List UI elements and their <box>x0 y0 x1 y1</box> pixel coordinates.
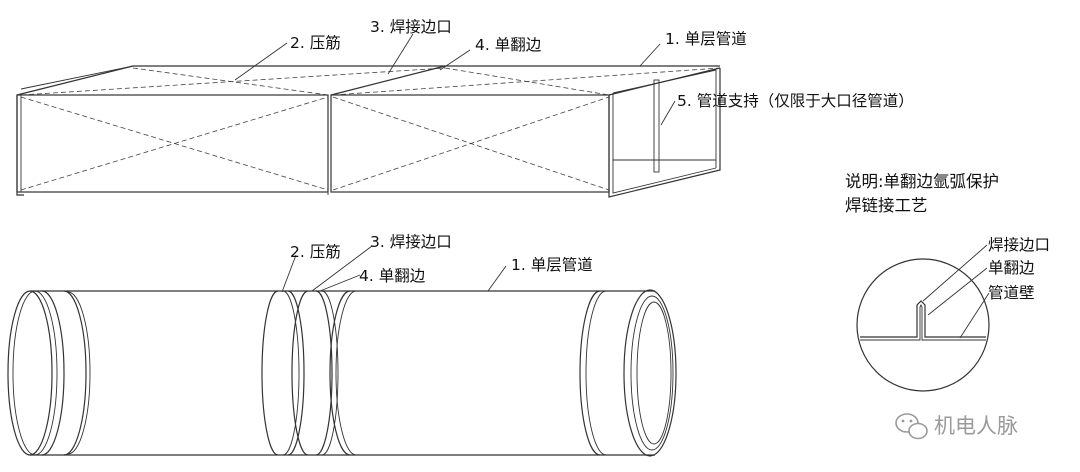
rectangular-duct <box>16 65 721 198</box>
wechat-icon <box>895 413 928 440</box>
label-weld-seam-rect: 3. 焊接边口 <box>370 18 452 36</box>
label-pressure-rib-round: 2. 压筋 <box>290 243 341 261</box>
detail-label-single-flange: 单翻边 <box>988 259 1035 277</box>
detail-label-weld-seam: 焊接边口 <box>988 236 1050 254</box>
label-weld-seam-round: 3. 焊接边口 <box>370 233 452 251</box>
label-pressure-rib-rect: 2. 压筋 <box>290 34 341 52</box>
duct-support-post <box>653 79 660 173</box>
round-duct-leaders <box>281 245 507 293</box>
watermark-text: 机电人脉 <box>934 414 1018 438</box>
note-line-2: 焊链接工艺 <box>845 196 928 215</box>
detail-label-duct-wall: 管道壁 <box>988 284 1035 302</box>
rect-duct-leaders <box>234 33 676 126</box>
label-single-layer-duct-round: 1. 单层管道 <box>511 256 593 274</box>
detail-circle <box>856 258 990 392</box>
note-line-1: 说明:单翻边氩弧保护 <box>845 172 999 191</box>
label-single-flange-round: 4. 单翻边 <box>359 267 426 285</box>
label-duct-support: 5. 管道支持（仅限于大口径管道） <box>677 92 914 110</box>
label-single-flange-rect: 4. 单翻边 <box>475 36 542 54</box>
round-duct <box>7 289 677 457</box>
flange-detail <box>856 244 990 392</box>
label-single-layer-duct-rect: 1. 单层管道 <box>665 30 747 48</box>
